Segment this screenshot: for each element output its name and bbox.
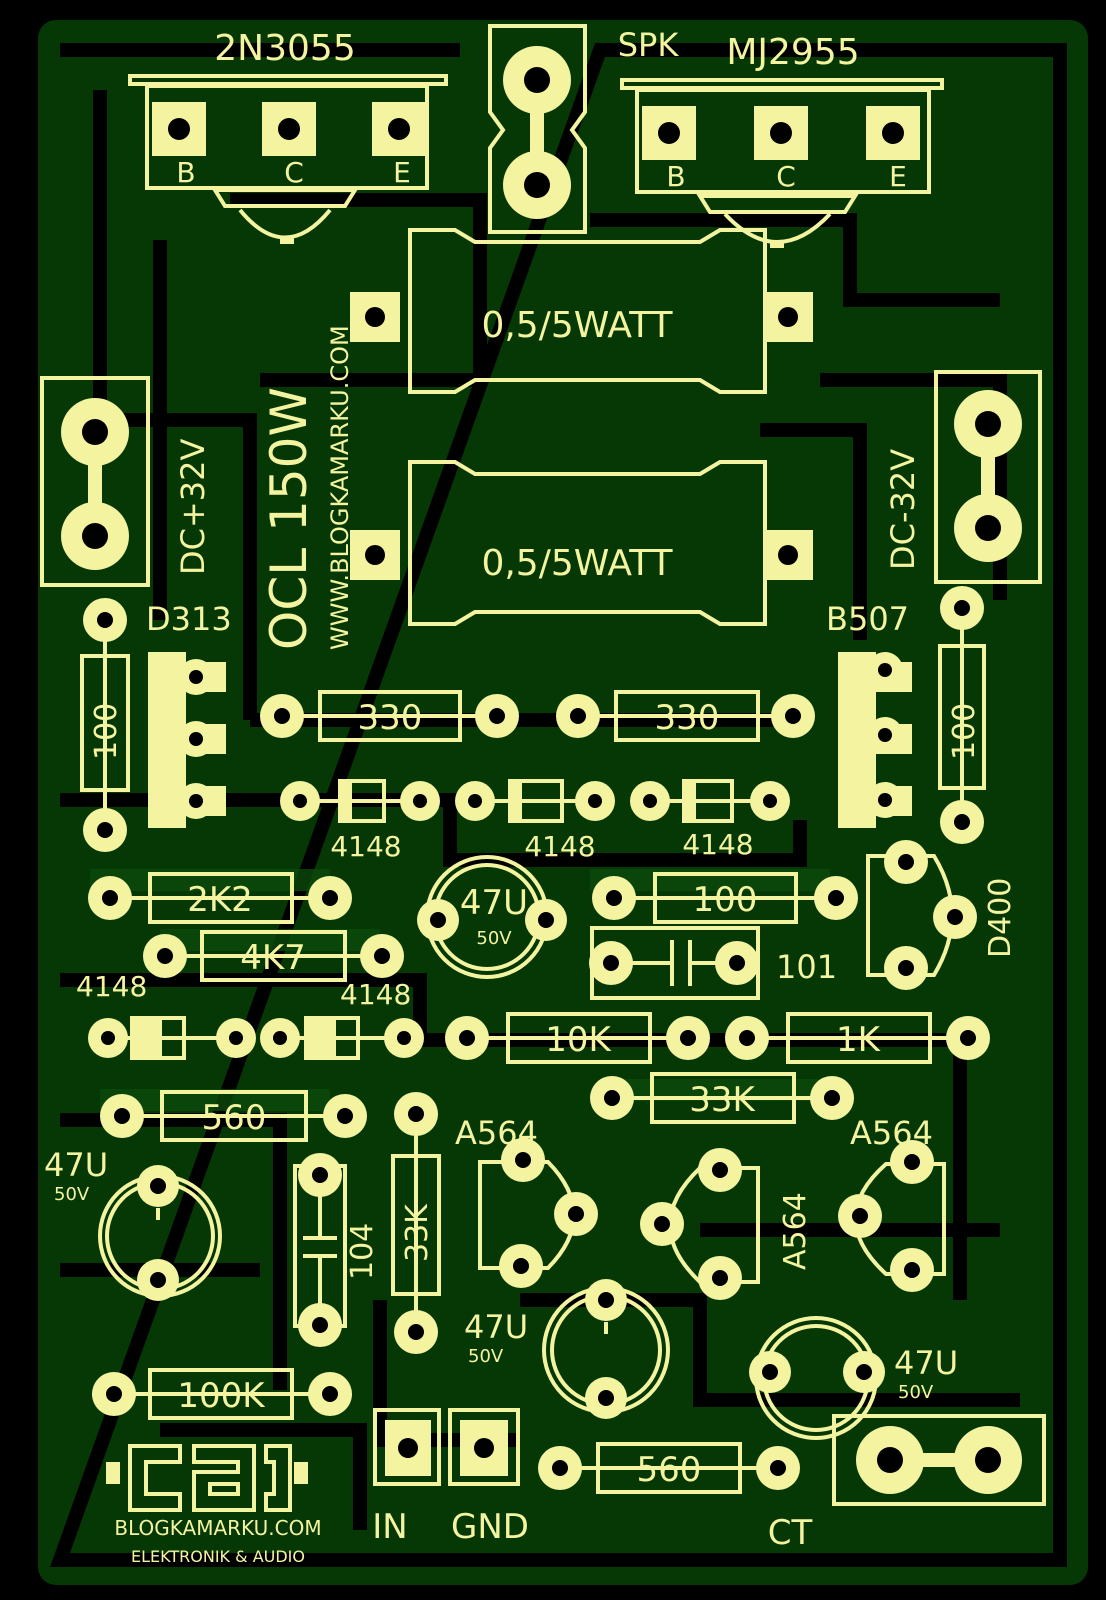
resistor-330-b: 330 — [556, 690, 815, 742]
label-r-560-b: 560 — [637, 1450, 702, 1490]
logo-name: BLOGKAMARKU.COM — [114, 1516, 321, 1540]
resistor-emitter-1: 0,5/5WATT — [350, 228, 813, 394]
label-r-100-left: 100 — [89, 703, 124, 760]
label-r-100-right: 100 — [947, 703, 982, 760]
label-r-560-a: 560 — [202, 1098, 267, 1138]
label-d1: 4148 — [330, 830, 401, 863]
diode-4148-3: 4148 — [630, 779, 790, 861]
resistor-100-mid: 100 — [592, 872, 858, 924]
connector-in: IN — [372, 1408, 441, 1547]
label-in: IN — [372, 1507, 407, 1547]
label-c-47u-top-v: 50V — [476, 928, 512, 949]
label-r-330-b: 330 — [655, 698, 720, 738]
resistor-330-a: 330 — [260, 690, 519, 742]
connector-dc-neg: DC-32V — [884, 370, 1042, 584]
logo-tagline: ELEKTRONIK & AUDIO — [131, 1547, 305, 1566]
transistor-d313: D313 — [146, 600, 232, 828]
label-d2: 4148 — [524, 830, 595, 863]
label-2n3055: 2N3055 — [214, 28, 355, 69]
resistor-1k: 1K — [725, 1012, 990, 1064]
label-r-330-a: 330 — [358, 698, 423, 738]
label-spk: SPK — [618, 26, 680, 64]
resistor-emitter-2: 0,5/5WATT — [350, 460, 813, 626]
label-r-100-mid: 100 — [693, 880, 758, 920]
website-label: WWW.BLOGKAMARKU.COM — [326, 325, 354, 650]
label-d313: D313 — [146, 600, 232, 638]
resistor-100k: 100K — [92, 1368, 352, 1420]
label-gnd: GND — [451, 1507, 529, 1547]
capacitor-47u-mid: 47U 50V — [464, 1279, 670, 1419]
connector-dc-pos: DC+32V — [40, 376, 212, 587]
label-r-emitter-1: 0,5/5WATT — [481, 305, 673, 346]
diode-4148-4: 4148 — [76, 970, 256, 1060]
label-d3: 4148 — [682, 828, 753, 861]
label-c-47u-top: 47U — [460, 883, 528, 923]
label-c-104: 104 — [345, 1223, 380, 1280]
label-a564-2: A564 — [778, 1192, 813, 1270]
label-c-101: 101 — [776, 948, 837, 986]
logo: BLOGKAMARKU.COM ELEKTRONIK & AUDIO — [106, 1444, 322, 1566]
capacitor-101: 101 — [589, 926, 837, 1000]
pin-b-mj2955: B — [666, 160, 685, 193]
diode-4148-5: 4148 — [260, 978, 424, 1060]
label-c-47u-mid: 47U — [464, 1308, 528, 1346]
label-c-47u-mid-v: 50V — [468, 1346, 504, 1367]
transistor-a564-2: A564 — [640, 1148, 813, 1300]
resistor-560-b: 560 — [538, 1442, 800, 1494]
resistor-33k-h: 33K — [590, 1072, 854, 1124]
label-r-4k7: 4K7 — [240, 938, 306, 978]
resistor-4k7: 4K7 — [143, 930, 404, 982]
label-r-33k-v: 33K — [400, 1203, 435, 1262]
diode-4148-1: 4148 — [280, 779, 440, 863]
transistor-a564-3: A564 — [838, 1114, 946, 1292]
connector-ct: CT — [768, 1414, 1046, 1553]
capacitor-104: 104 — [293, 1153, 380, 1347]
pin-c-mj2955: C — [776, 160, 796, 193]
label-c-47u-right: 47U — [894, 1344, 958, 1382]
resistor-10k: 10K — [445, 1012, 710, 1064]
connector-gnd: GND — [448, 1408, 529, 1547]
resistor-560-a: 560 — [100, 1090, 367, 1142]
transistor-mj2955: MJ2955 B C E — [620, 32, 944, 248]
label-d4: 4148 — [76, 970, 147, 1003]
label-c-47u-left: 47U — [44, 1146, 108, 1184]
label-mj2955: MJ2955 — [726, 32, 859, 73]
pin-c-2n3055: C — [284, 156, 304, 189]
label-r-emitter-2: 0,5/5WATT — [481, 543, 673, 584]
label-r-2k2: 2K2 — [187, 880, 253, 920]
resistor-33k-v: 33K — [391, 1092, 441, 1354]
pin-e-mj2955: E — [889, 160, 907, 193]
label-b507: B507 — [826, 600, 909, 638]
label-r-10k: 10K — [545, 1020, 612, 1060]
diode-4148-2: 4148 — [455, 779, 615, 863]
pin-b-2n3055: B — [176, 156, 195, 189]
connector-spk: SPK — [488, 24, 680, 234]
label-ct: CT — [768, 1513, 813, 1553]
label-c-47u-left-v: 50V — [54, 1184, 90, 1205]
capacitor-47u-top: 47U 50V — [417, 855, 567, 979]
label-dc-neg: DC-32V — [884, 449, 922, 570]
transistor-2n3055: 2N3055 B C E — [128, 28, 448, 244]
resistor-2k2: 2K2 — [88, 872, 352, 924]
resistor-100-right: 100 — [938, 586, 986, 844]
label-r-100k: 100K — [177, 1376, 266, 1416]
label-d5: 4148 — [340, 978, 411, 1011]
resistor-100-left: 100 — [80, 598, 130, 852]
pin-e-2n3055: E — [393, 156, 411, 189]
transistor-d400: D400 — [866, 840, 1018, 990]
label-r-1k: 1K — [836, 1020, 882, 1060]
capacitor-47u-right: 47U 50V — [749, 1316, 958, 1440]
transistor-b507: B507 — [826, 600, 912, 828]
label-c-47u-right-v: 50V — [898, 1382, 934, 1403]
board-title: OCL 150W — [260, 387, 318, 650]
label-dc-pos: DC+32V — [174, 438, 212, 575]
transistor-a564-1: A564 — [455, 1114, 598, 1288]
capacitor-47u-left: 47U 50V — [44, 1146, 222, 1301]
label-d400: D400 — [983, 878, 1018, 958]
label-r-33k-h: 33K — [689, 1080, 756, 1120]
